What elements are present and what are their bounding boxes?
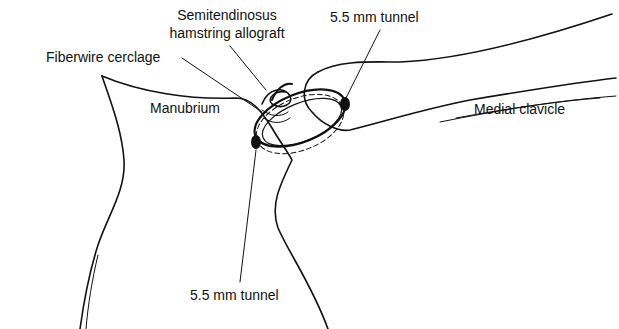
graft-loop	[256, 89, 348, 156]
fiberwire-cerclage	[262, 110, 290, 123]
tunnel-path	[248, 83, 353, 166]
leader-line	[240, 150, 256, 282]
leader-line	[346, 30, 380, 98]
part-label: Semitendinosus hamstring allograft	[152, 6, 302, 42]
part-label: Fiberwire cerclage	[46, 48, 160, 66]
part-label: Manubrium	[150, 99, 220, 117]
part-label: 5.5 mm tunnel	[330, 8, 419, 26]
leader-line	[230, 46, 266, 90]
manubrium-outline	[102, 76, 328, 329]
clavicle-outline	[304, 72, 616, 130]
part-label: Medial clavicle	[474, 100, 565, 118]
manubrium-left-edge	[80, 76, 124, 329]
bone-tunnel	[340, 97, 350, 111]
bone-tunnel	[251, 135, 261, 149]
manubrium-cortex	[86, 255, 98, 329]
clavicle-cortex	[456, 98, 600, 118]
clavicle-cortex	[440, 96, 616, 122]
graft-loop	[247, 78, 354, 158]
graft-tail	[272, 84, 292, 100]
part-label: 5.5 mm tunnel	[190, 286, 279, 304]
